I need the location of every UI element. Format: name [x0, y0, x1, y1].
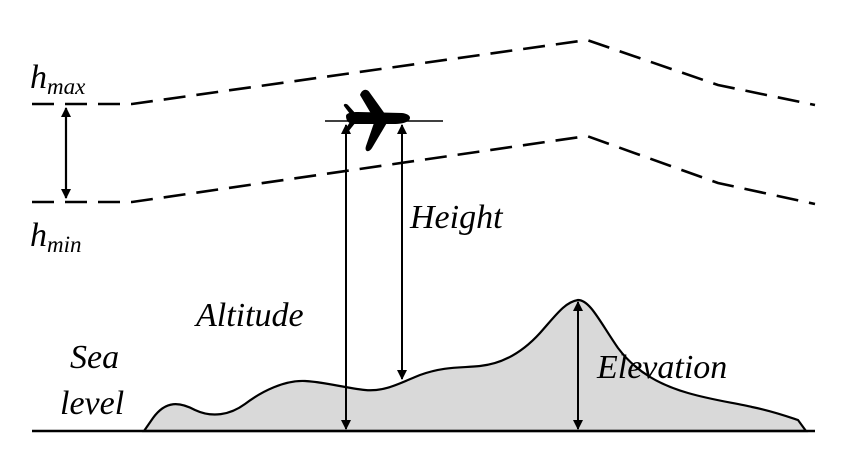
elevation-label: Elevation	[596, 349, 727, 386]
sea-level-label-line2: level	[60, 385, 124, 422]
sea-level-label-line1: Sea	[70, 339, 119, 376]
h-max-dashed-line	[32, 38, 816, 107]
h-max-label: hmax	[30, 59, 86, 99]
height-label: Height	[409, 199, 504, 236]
altitude-label: Altitude	[194, 297, 304, 334]
h-min-dashed-line	[32, 134, 816, 206]
h-min-label: hmin	[30, 217, 82, 257]
airplane-icon	[343, 89, 410, 152]
terrain	[141, 298, 809, 433]
